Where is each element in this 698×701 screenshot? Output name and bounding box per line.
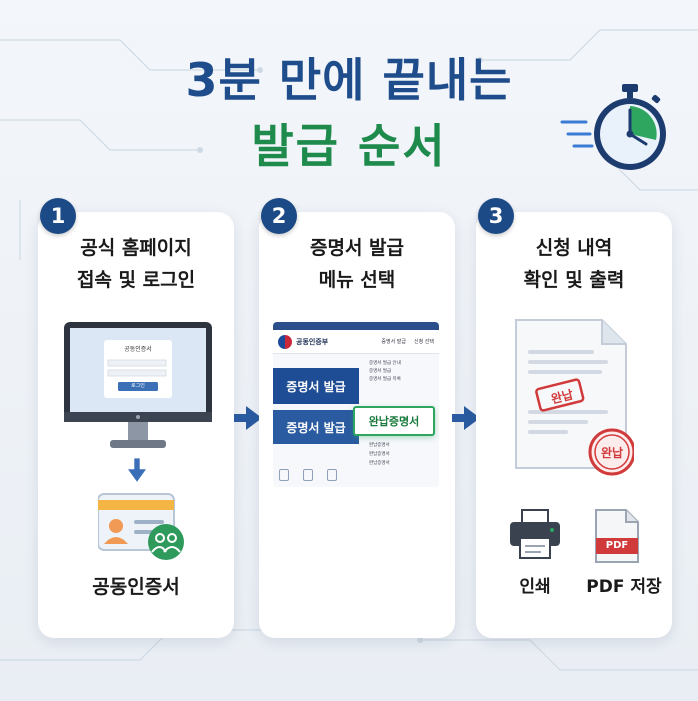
submenu-item[interactable]: 증명서 발급 xyxy=(369,369,392,374)
step-number-badge: 1 xyxy=(40,198,76,234)
right-arrow-icon xyxy=(452,406,480,430)
submenu-item[interactable]: 증명서 발급 목록 xyxy=(369,377,401,382)
step-card-1: 1 공식 홈페이지 접속 및 로그인 공동인증서 로그인 공동인증서 xyxy=(38,198,234,638)
certificate-label: 공동인증서 xyxy=(92,576,180,598)
printer-icon xyxy=(510,509,560,559)
site-topbar xyxy=(273,322,439,330)
print-label: 인쇄 xyxy=(519,577,551,597)
document-with-stamp-icon xyxy=(515,319,634,476)
step-title: 증명서 발급 메뉴 선택 xyxy=(259,232,455,296)
login-button[interactable]: 로그인 xyxy=(131,383,145,389)
step-card-2: 2 증명서 발급 메뉴 선택 공동인증부 증명서 발급 신청 선택 증명서 발급… xyxy=(259,198,455,638)
stopwatch-icon xyxy=(560,84,666,170)
site-header: 공동인증부 증명서 발급 신청 선택 xyxy=(273,330,439,354)
step-title-line1: 신청 내역 xyxy=(535,237,613,259)
right-arrow-icon xyxy=(234,406,262,430)
step-number-badge: 3 xyxy=(478,198,514,234)
stamp-round-text: 완납 xyxy=(600,446,624,460)
pdf-file-icon xyxy=(595,509,639,563)
login-screen-heading: 공동인증서 xyxy=(124,346,152,353)
site-name: 공동인증부 xyxy=(296,337,329,346)
document-icon xyxy=(327,469,337,481)
submenu-item[interactable]: 완납증명서 xyxy=(369,461,390,466)
submenu-item[interactable]: 증명서 발급 안내 xyxy=(369,361,401,366)
step-title: 신청 내역 확인 및 출력 xyxy=(476,232,672,296)
step-title-line1: 증명서 발급 xyxy=(309,237,404,259)
site-bottom-icons xyxy=(279,469,359,483)
step-title-line2: 접속 및 로그인 xyxy=(76,269,196,291)
site-body: 증명서 발급 증명서 발급 증명서 발급 안내 증명서 발급 증명서 발급 목록… xyxy=(273,354,439,487)
site-nav-apply[interactable]: 신청 선택 xyxy=(414,339,434,345)
certificate-card-icon xyxy=(98,493,184,560)
submenu-item[interactable]: 완납증명서 xyxy=(369,443,390,448)
down-arrow-icon xyxy=(128,458,146,482)
step-title-line1: 공식 홈페이지 xyxy=(80,237,192,259)
page-title-line2: 발급 순서 xyxy=(251,119,447,173)
document-icon xyxy=(279,469,289,481)
website-mockup: 공동인증부 증명서 발급 신청 선택 증명서 발급 증명서 발급 증명서 발급 … xyxy=(273,322,439,487)
step-card-3: 3 신청 내역 확인 및 출력 완납 완납 인쇄 xyxy=(476,198,672,638)
step-title: 공식 홈페이지 접속 및 로그인 xyxy=(38,232,234,296)
menu-certificate-issue[interactable]: 증명서 발급 xyxy=(273,368,359,404)
step-title-line2: 메뉴 선택 xyxy=(318,269,396,291)
pdf-save-label: PDF 저장 xyxy=(586,577,662,597)
step-number-badge: 2 xyxy=(261,198,297,234)
monitor-icon xyxy=(64,322,212,448)
submenu-item[interactable]: 완납증명서 xyxy=(369,452,390,457)
step-title-line2: 확인 및 출력 xyxy=(523,269,625,291)
pdf-badge-text: PDF xyxy=(605,540,629,551)
completion-certificate-option[interactable]: 완납증명서 xyxy=(353,406,435,436)
page-title-line1: 3분 만에 끝내는 xyxy=(185,53,513,107)
taegeuk-logo-icon xyxy=(278,334,292,349)
menu-certificate-issue-secondary[interactable]: 증명서 발급 xyxy=(273,410,359,444)
site-nav-certificate[interactable]: 증명서 발급 xyxy=(381,339,406,345)
document-icon xyxy=(303,469,313,481)
